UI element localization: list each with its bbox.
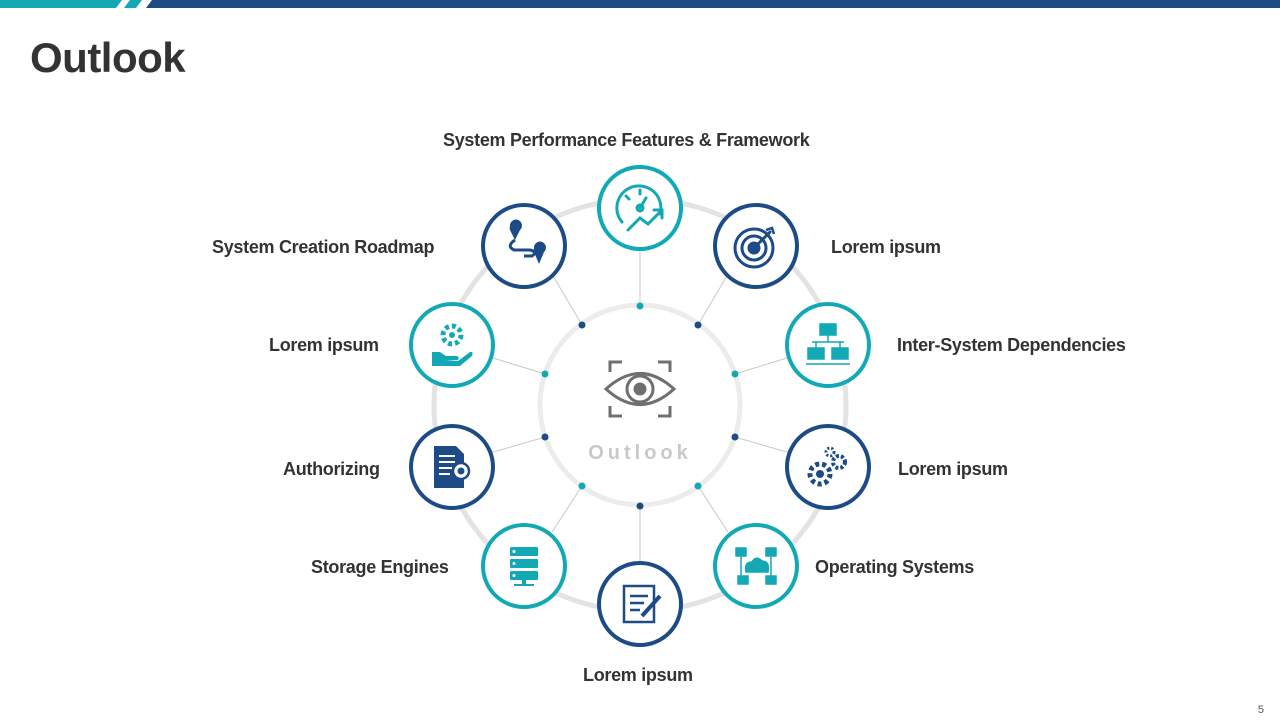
label-left-upper: Lorem ipsum bbox=[269, 335, 379, 355]
page-number: 5 bbox=[1257, 704, 1264, 716]
page-title: Outlook bbox=[30, 34, 186, 81]
top-accent-bar bbox=[0, 0, 1280, 8]
node-right-upper bbox=[785, 302, 871, 388]
target-icon bbox=[733, 226, 776, 269]
label-bottom-right: Operating Systems bbox=[815, 557, 974, 577]
center-label: Outlook bbox=[588, 442, 692, 464]
connector-dots bbox=[541, 302, 739, 510]
node-top-left bbox=[481, 203, 567, 289]
cloud-network-icon bbox=[735, 547, 777, 585]
connector-lines bbox=[489, 250, 791, 562]
node-right-lower bbox=[785, 424, 871, 510]
label-bottom-left: Storage Engines bbox=[311, 557, 449, 577]
gear-hand-icon bbox=[432, 323, 473, 366]
label-right-lower: Lorem ipsum bbox=[898, 459, 1008, 479]
label-right-upper: Inter-System Dependencies bbox=[897, 335, 1126, 355]
document-pen-icon bbox=[622, 584, 662, 624]
server-icon bbox=[510, 547, 538, 586]
label-left-lower: Authorizing bbox=[283, 459, 380, 479]
eye-focus-icon bbox=[603, 360, 677, 418]
speedometer-icon bbox=[615, 184, 664, 232]
label-top: System Performance Features & Framework bbox=[443, 130, 810, 150]
label-top-left: System Creation Roadmap bbox=[212, 237, 435, 257]
certificate-icon bbox=[434, 446, 471, 488]
gears-icon bbox=[807, 446, 847, 487]
label-bottom: Lorem ipsum bbox=[583, 665, 693, 685]
label-top-right: Lorem ipsum bbox=[831, 237, 941, 257]
network-icon bbox=[806, 323, 850, 365]
roadmap-icon bbox=[508, 219, 546, 264]
